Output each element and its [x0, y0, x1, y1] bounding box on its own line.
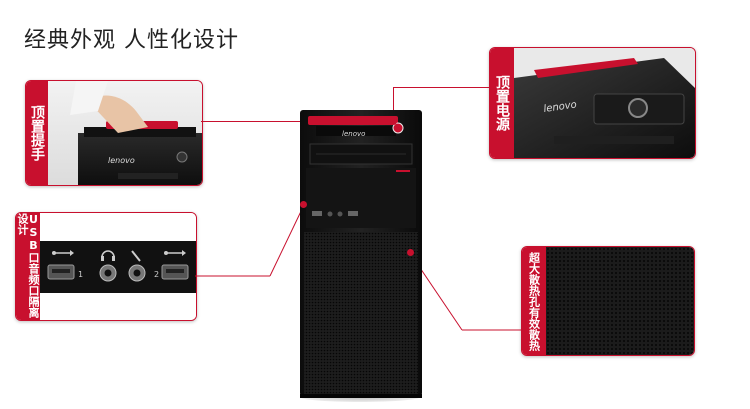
ports-illustration: 1 2 [40, 241, 196, 293]
callout-top-power: 顶置电源 lenovo [489, 47, 696, 159]
usb-icon [52, 250, 74, 256]
callout-label: 超大散热孔有效散热 [527, 251, 541, 351]
handle-brand: lenovo [108, 156, 135, 165]
power-illustration: lenovo [514, 48, 695, 158]
callout-label: 顶置电源 [494, 75, 510, 131]
port-number: 2 [154, 270, 159, 279]
power-photo: lenovo [514, 48, 695, 158]
callout-vent: 超大散热孔有效散热 [521, 246, 695, 356]
vent-photo [546, 247, 694, 355]
callout-tag: USB口音频口隔离设计 [16, 213, 40, 320]
vent-illustration [546, 247, 694, 355]
connector-line [393, 87, 394, 122]
tower-shadow [300, 392, 420, 402]
power-icon [392, 122, 404, 134]
callout-label: 顶置提手 [29, 105, 45, 161]
microphone-icon [131, 250, 141, 262]
callout-tag: 顶置电源 [490, 48, 514, 158]
callout-top-handle: 顶置提手 lenovo [25, 80, 203, 186]
callout-tag: 顶置提手 [26, 81, 48, 185]
port-number: 1 [78, 270, 83, 279]
tower-brand: lenovo [342, 130, 365, 138]
vent-grille [304, 232, 418, 394]
handle-photo: lenovo [48, 81, 202, 185]
power-brand: lenovo [543, 99, 578, 115]
usb-icon [164, 250, 186, 256]
connector-line [201, 121, 313, 122]
marker-dot [310, 118, 317, 125]
connector-line [393, 87, 489, 88]
pc-tower: lenovo [300, 110, 422, 398]
handle-bar [308, 116, 398, 125]
ports-photo: 1 2 [40, 213, 196, 320]
headphone-icon [101, 250, 115, 261]
handle-illustration: lenovo [48, 81, 202, 185]
marker-dot [390, 118, 397, 125]
page-title: 经典外观 人性化设计 [24, 28, 239, 53]
callout-usb-audio: USB口音频口隔离设计 1 [15, 212, 197, 321]
marker-dot [407, 249, 414, 256]
callout-label: USB口音频口隔离设计 [16, 213, 40, 318]
marker-dot [300, 201, 307, 208]
callout-tag: 超大散热孔有效散热 [522, 247, 546, 355]
